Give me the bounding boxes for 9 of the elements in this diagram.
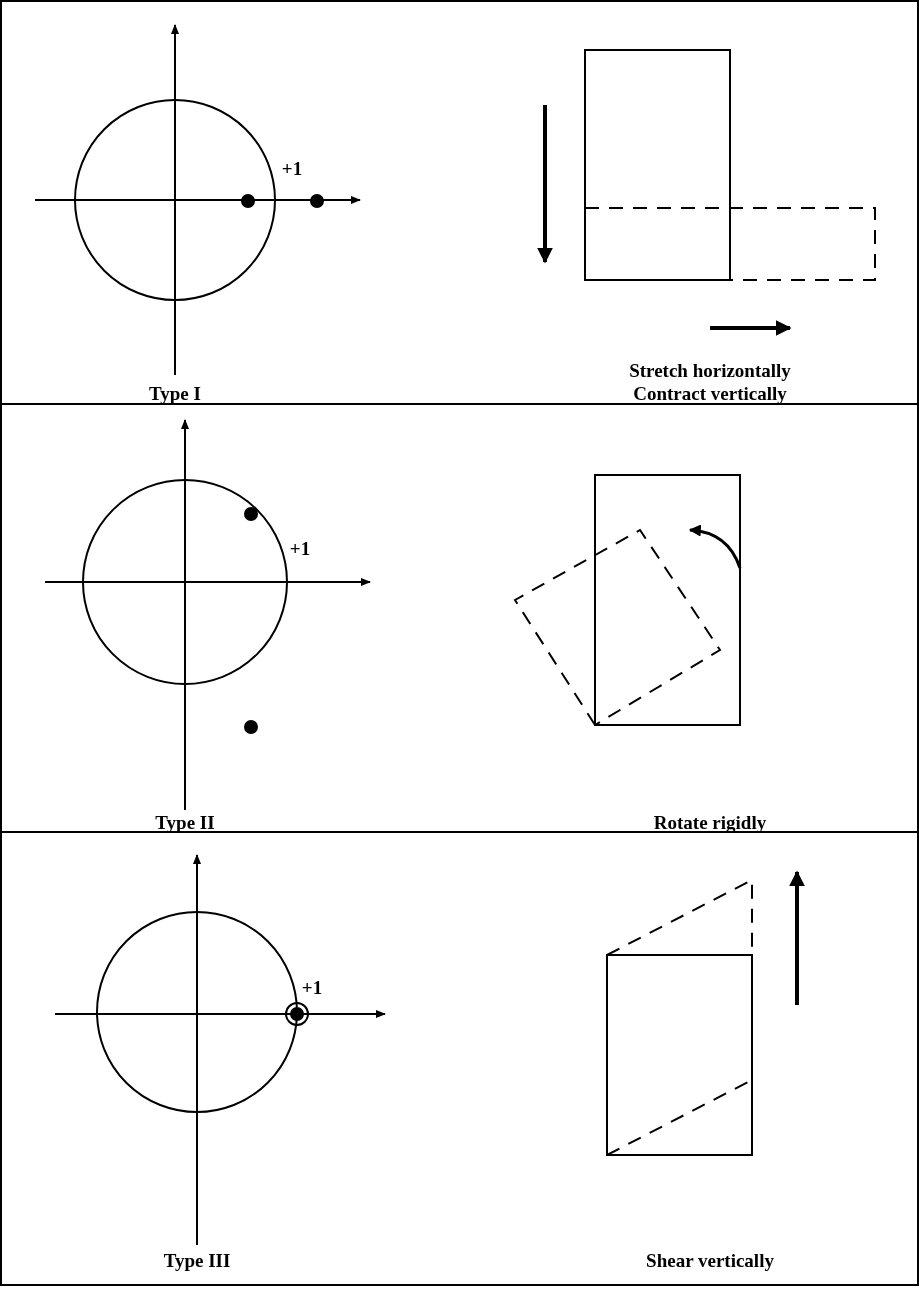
type-caption: Type I	[149, 383, 201, 405]
type-caption: Type III	[163, 1250, 231, 1272]
tick-label: +1	[289, 538, 311, 560]
transform-caption: Rotate rigidly	[653, 812, 767, 834]
transform-caption: Contract vertically	[633, 383, 787, 405]
transform-caption: Stretch horizontally	[629, 360, 791, 382]
tick-label: +1	[281, 158, 303, 180]
tick-label: +1	[301, 977, 323, 999]
transform-caption: Shear vertically	[646, 1250, 774, 1272]
